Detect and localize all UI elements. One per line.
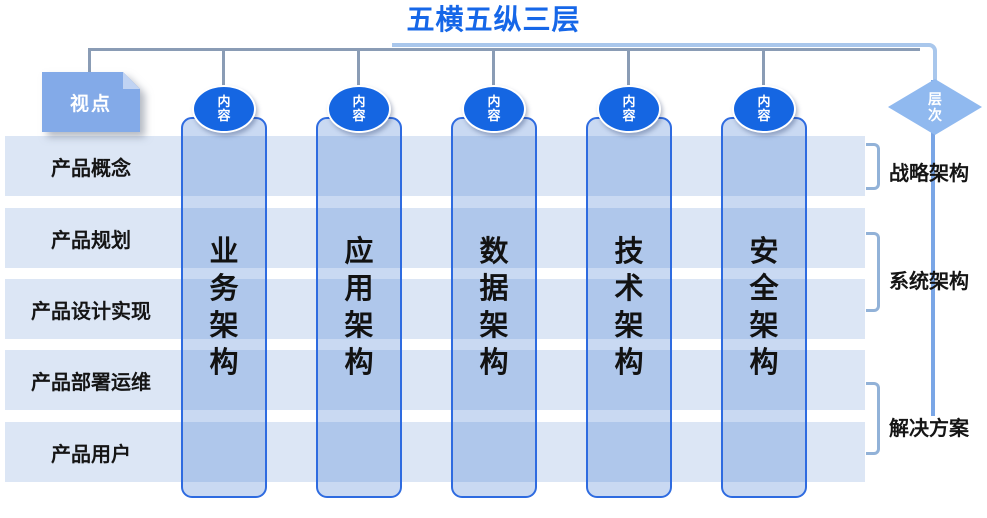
- row-label: 产品规划: [51, 229, 131, 252]
- column-application-architecture: 应用架构: [316, 117, 402, 498]
- folded-corner: [123, 72, 140, 89]
- badge-label: 内容: [217, 94, 231, 123]
- badge-label: 内容: [487, 94, 501, 123]
- bracket-strategic: [866, 143, 880, 190]
- content-badge-4: 内容: [597, 85, 661, 133]
- badge-label: 内容: [352, 94, 366, 123]
- diagram-title: 五横五纵三层: [406, 4, 581, 35]
- connector-drop-col-5: [762, 48, 765, 90]
- column-name: 业务架构: [209, 235, 239, 379]
- viewpoint-tag-body: 视点: [42, 72, 140, 132]
- connector-drop-col-3: [492, 48, 495, 90]
- column-technology-architecture: 技术架构: [586, 117, 672, 498]
- level-label-strategic: 战略架构: [889, 163, 969, 185]
- connector-drop-col-2: [357, 48, 360, 90]
- column-security-architecture: 安全架构: [721, 117, 807, 498]
- content-badge-2: 内容: [327, 85, 391, 133]
- row-label: 产品部署运维: [31, 371, 151, 394]
- column-name: 技术架构: [614, 235, 644, 379]
- connector-drop-col-1: [222, 48, 225, 90]
- viewpoint-tag: 视点: [42, 72, 140, 132]
- content-badge-5: 内容: [732, 85, 796, 133]
- level-axis-label: 层次: [928, 91, 942, 123]
- connector-vertical-levels: [931, 80, 935, 416]
- connector-top-line-gray: [89, 48, 920, 51]
- row-label: 产品设计实现: [31, 300, 151, 323]
- connector-drop-viewpoint: [88, 48, 91, 73]
- level-axis-diamond: 层次: [888, 79, 982, 135]
- column-data-architecture: 数据架构: [451, 117, 537, 498]
- column-name: 安全架构: [749, 235, 779, 379]
- level-label-solution: 解决方案: [889, 418, 969, 440]
- bracket-solution: [866, 382, 880, 455]
- badge-label: 内容: [757, 94, 771, 123]
- column-business-architecture: 业务架构: [181, 117, 267, 498]
- column-name: 应用架构: [344, 235, 374, 379]
- connector-top-line-blue: [392, 43, 937, 85]
- content-badge-3: 内容: [462, 85, 526, 133]
- row-label: 产品概念: [51, 157, 131, 180]
- bracket-system: [866, 232, 880, 312]
- badge-label: 内容: [622, 94, 636, 123]
- connector-drop-col-4: [627, 48, 630, 90]
- viewpoint-label: 视点: [69, 93, 112, 115]
- content-badge-1: 内容: [192, 85, 256, 133]
- column-name: 数据架构: [479, 235, 509, 379]
- level-label-system: 系统架构: [889, 271, 969, 293]
- row-label: 产品用户: [51, 443, 131, 466]
